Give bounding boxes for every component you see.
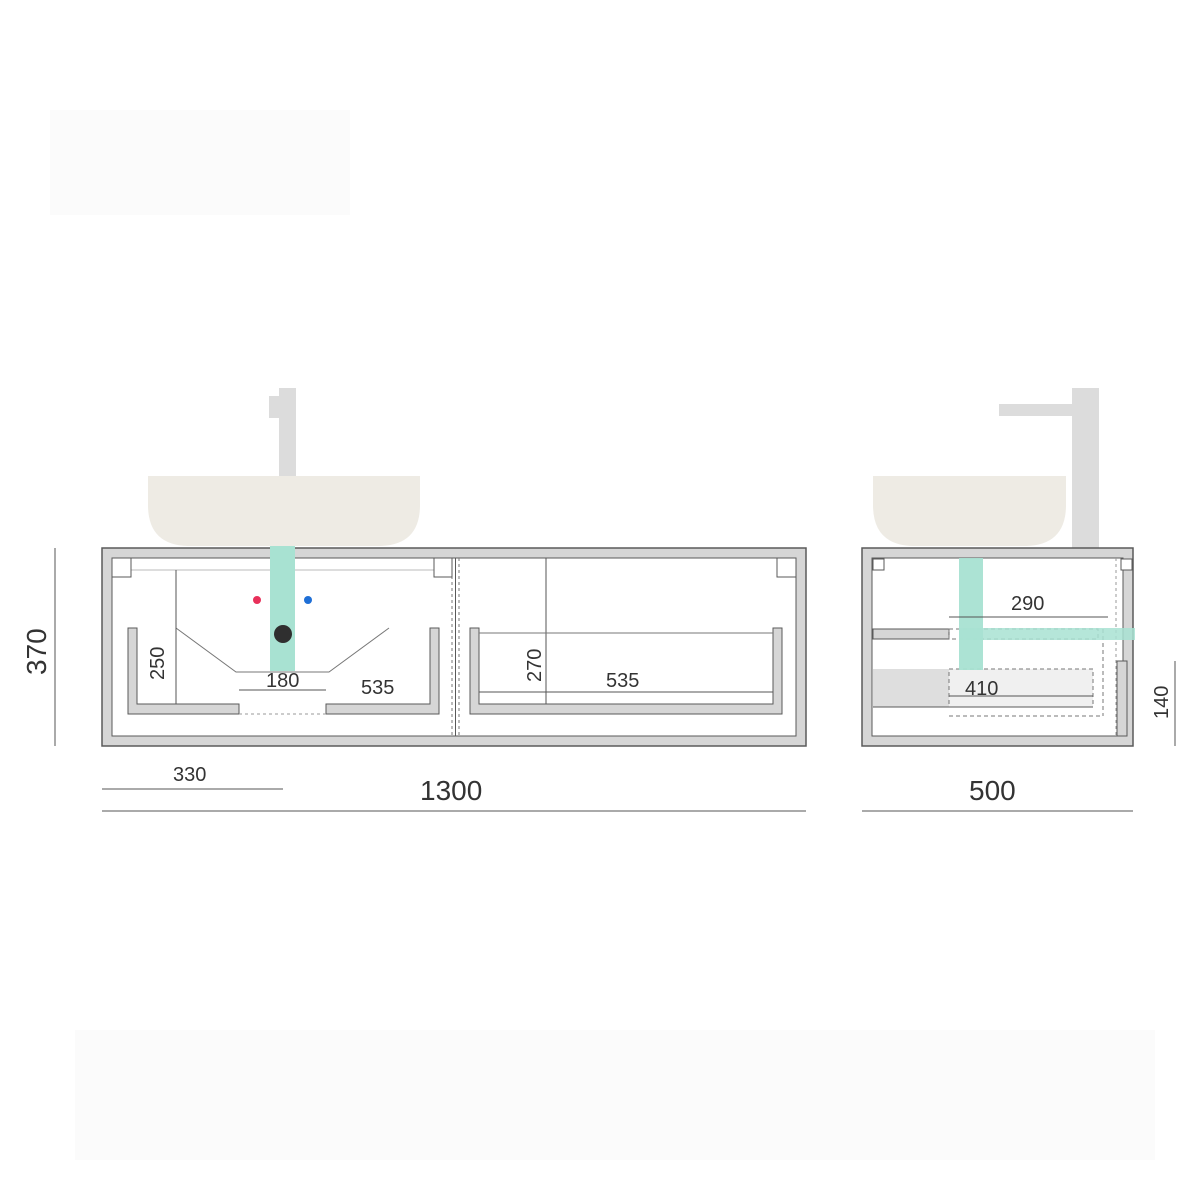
siphon-outlet (274, 625, 292, 643)
drain-pipe-side-vertical (959, 558, 983, 670)
drawer-height-label: 140 (1151, 686, 1173, 719)
drain-pipe-side-horizontal (959, 628, 1135, 640)
basin-front (148, 476, 420, 546)
faucet-front (269, 388, 296, 478)
drain-pipe-front (270, 546, 295, 671)
siphon-depth-label: 290 (1011, 593, 1044, 615)
faucet-body (279, 388, 296, 478)
overall-width-label: 1300 (420, 775, 482, 806)
drawer-runner (872, 628, 950, 640)
left-drawer-width-label: 535 (361, 677, 394, 699)
cold-water-connector (304, 596, 312, 604)
pipe-offset-label: 330 (173, 764, 206, 786)
siphon-cutout-width-label: 180 (266, 670, 299, 692)
watermark-block-top (50, 110, 350, 215)
left-drawer-box (127, 627, 240, 715)
drawer-body-dashed (948, 668, 1094, 708)
basin-side (873, 476, 1066, 546)
corner-bracket-right (776, 557, 797, 578)
faucet-column (1072, 388, 1099, 548)
corner-bracket-mid (433, 557, 453, 578)
corner-bracket-left (111, 557, 132, 578)
faucet-handle (269, 396, 279, 418)
faucet-side (999, 388, 1099, 548)
drawer-front-solid (873, 669, 949, 707)
left-drawer-height-label: 250 (147, 647, 169, 680)
siphon-cutout (175, 627, 390, 673)
overall-height-label: 370 (21, 628, 52, 675)
side-bracket-left (872, 558, 885, 571)
right-drawer-height-label: 270 (524, 649, 546, 682)
watermark-block-bottom (75, 1030, 1155, 1160)
cabinet-side-interior (871, 557, 1124, 737)
side-view: 290 410 140 500 (861, 388, 1176, 812)
side-bracket-right (1120, 558, 1133, 571)
drawer-depth-label: 410 (965, 678, 998, 700)
right-drawer-width-label: 535 (606, 670, 639, 692)
overall-depth-label: 500 (969, 775, 1016, 806)
front-view: 250 180 535 270 535 370 330 1300 (21, 388, 807, 812)
drawer-front-panel (1116, 660, 1128, 737)
hot-water-connector (253, 596, 261, 604)
right-drawer-box (469, 627, 783, 715)
